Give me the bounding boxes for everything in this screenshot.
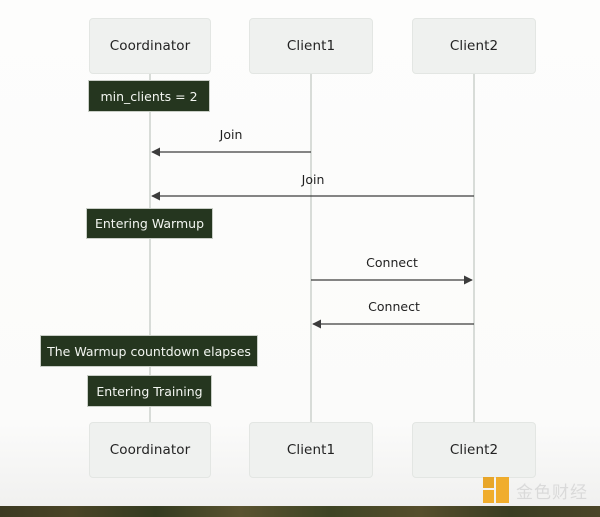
participant-label: Coordinator bbox=[109, 38, 191, 54]
participant-bottom-client1[interactable]: Client1 bbox=[249, 422, 373, 478]
jinse-finance-logo-icon bbox=[483, 477, 509, 503]
note-entering-training[interactable]: Entering Training bbox=[87, 375, 212, 407]
message-label-text: Connect bbox=[368, 299, 420, 314]
participant-bottom-coordinator[interactable]: Coordinator bbox=[89, 422, 211, 478]
note-entering-warmup[interactable]: Entering Warmup bbox=[86, 208, 213, 239]
note-label: Entering Warmup bbox=[94, 216, 205, 231]
participant-bottom-client2[interactable]: Client2 bbox=[412, 422, 536, 478]
message-label-text: Connect bbox=[366, 255, 418, 270]
message-label-connect-out: Connect bbox=[366, 255, 418, 270]
sequence-diagram: Coordinator Client1 Client2 Coordinator … bbox=[40, 18, 536, 478]
lifelines bbox=[149, 74, 475, 422]
participant-label: Client1 bbox=[286, 442, 336, 458]
message-label-connect-back: Connect bbox=[368, 299, 420, 314]
message-label-join-client1: Join bbox=[220, 127, 243, 142]
note-label: min_clients = 2 bbox=[100, 88, 198, 104]
watermark: 金色财经 bbox=[483, 477, 588, 503]
participant-top-coordinator[interactable]: Coordinator bbox=[89, 18, 211, 74]
note-warmup-countdown-elapses[interactable]: The Warmup countdown elapses bbox=[40, 335, 258, 367]
participant-label: Client1 bbox=[286, 38, 336, 54]
participant-label: Client2 bbox=[449, 38, 499, 54]
note-label: The Warmup countdown elapses bbox=[47, 343, 251, 359]
message-label-join-client2: Join bbox=[302, 172, 325, 187]
note-label: Entering Training bbox=[96, 383, 203, 399]
message-label-text: Join bbox=[301, 172, 325, 187]
note-min-clients[interactable]: min_clients = 2 bbox=[88, 80, 210, 112]
participant-top-client1[interactable]: Client1 bbox=[249, 18, 373, 74]
watermark-text: 金色财经 bbox=[516, 482, 588, 503]
message-label-text: Join bbox=[219, 127, 243, 142]
participant-label: Coordinator bbox=[109, 442, 191, 458]
participant-top-client2[interactable]: Client2 bbox=[412, 18, 536, 74]
bottom-edge-strip bbox=[0, 506, 600, 517]
participant-label: Client2 bbox=[449, 442, 499, 458]
